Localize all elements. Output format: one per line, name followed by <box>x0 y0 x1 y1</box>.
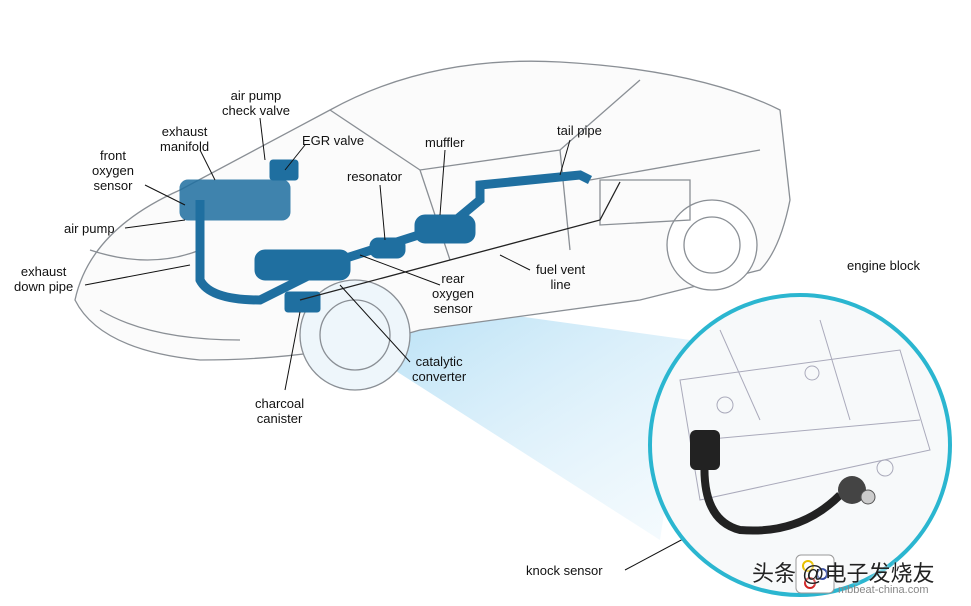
label-muffler: muffler <box>425 135 465 150</box>
knock-sensor-cable <box>700 454 843 535</box>
leader-lines <box>84 117 701 571</box>
watermark-url: mbbeat-china.com <box>838 584 929 596</box>
car-outline <box>74 60 791 391</box>
label-engine-block: engine block <box>847 258 920 273</box>
label-air-pump: air pump <box>64 221 115 236</box>
exhaust-system <box>179 159 593 313</box>
label-egr-valve: EGR valve <box>302 133 365 148</box>
label-knock-sensor: knock sensor <box>526 563 603 578</box>
knock-sensor-connector <box>690 430 720 470</box>
resonator-shape <box>369 237 406 259</box>
knock-sensor-body <box>838 476 866 504</box>
catalytic-converter-shape <box>254 249 351 281</box>
label-resonator: resonator <box>347 169 402 184</box>
fuel-vent-line <box>299 181 621 301</box>
watermark-logo <box>795 554 835 594</box>
muffler-shape <box>414 214 476 244</box>
label-tail-pipe: tail pipe <box>557 123 602 138</box>
charcoal-canister-shape <box>284 291 321 313</box>
watermark-text: 头条 @电子发烧友 <box>752 561 935 586</box>
